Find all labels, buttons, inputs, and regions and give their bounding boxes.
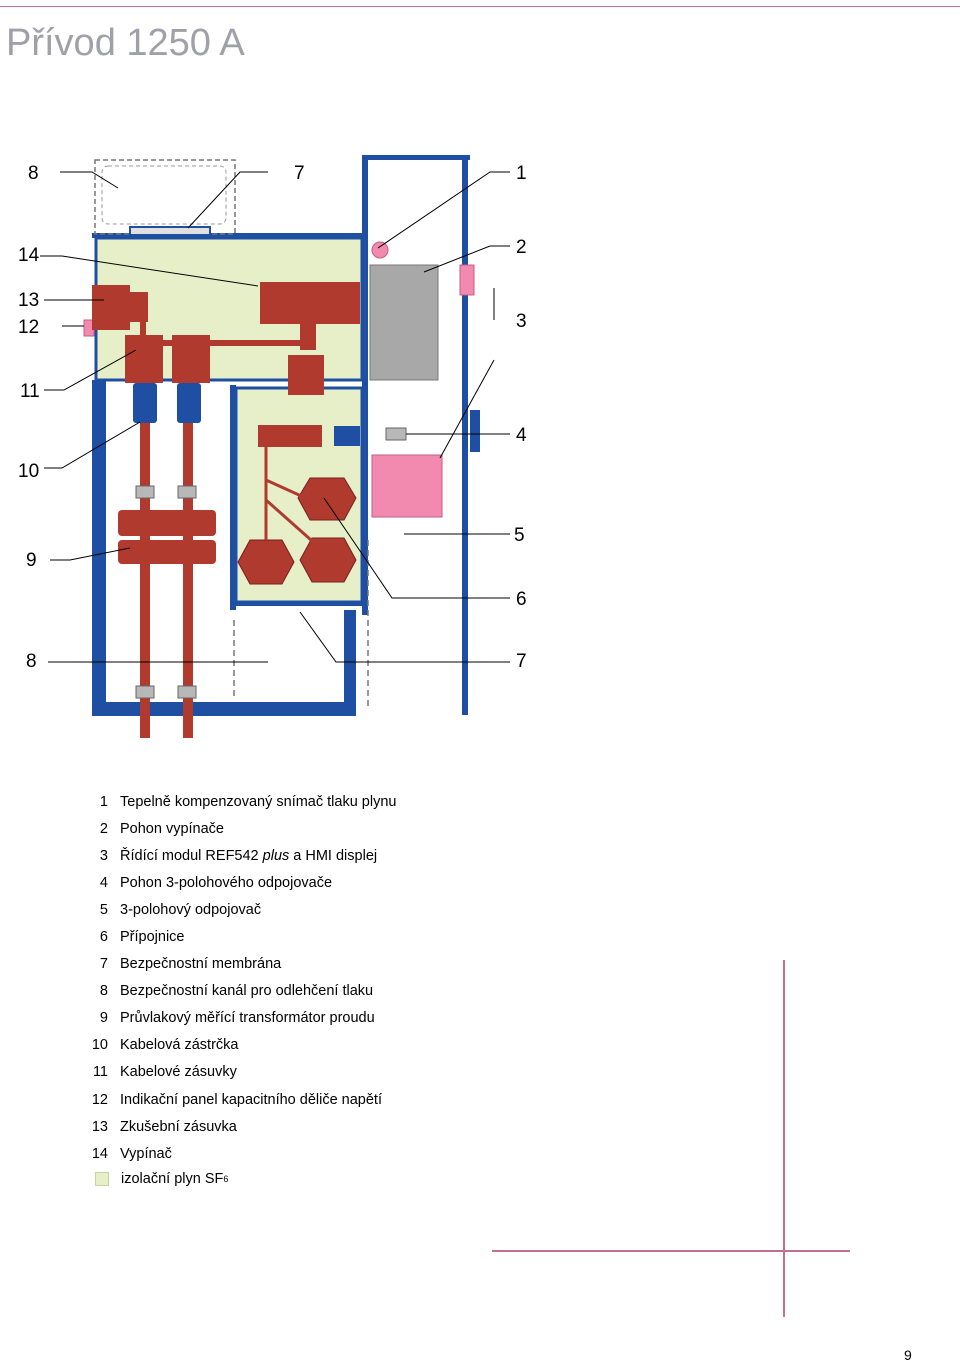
busbars	[237, 477, 357, 585]
conductors	[92, 282, 360, 738]
legend-item: 13 Zkušební zásuvka	[80, 1113, 500, 1140]
leader-lines	[40, 171, 510, 663]
legend-text-part: a HMI displej	[289, 847, 378, 864]
callout-right-1: 1	[516, 163, 527, 184]
legend-num: 9	[99, 1010, 108, 1027]
legend-num: 11	[92, 1064, 108, 1081]
legend-item: 8 Bezpečnostní kanál pro odlehčení tlaku	[80, 978, 500, 1005]
legend-text: Pohon 3-polohového odpojovače	[120, 874, 333, 891]
callout-right-7-bottom: 7	[516, 651, 527, 672]
callout-left-11: 11	[20, 381, 40, 402]
legend-num: 14	[91, 1145, 108, 1162]
legend-item: 14 Vypínač	[80, 1140, 500, 1167]
legend-text: Kabelová zástrčka	[120, 1037, 239, 1054]
legend-text: Tepelně kompenzovaný snímač tlaku plynu	[120, 793, 397, 810]
legend-text: 3-polohový odpojovač	[120, 901, 262, 918]
legend-text-part: Řídící modul REF542	[120, 847, 263, 864]
callout-left-10: 10	[18, 461, 40, 482]
callout-left-9: 9	[26, 550, 37, 571]
drive-box	[369, 264, 439, 381]
legend-text: Bezpečnostní kanál pro odlehčení tlaku	[120, 983, 374, 1000]
legend-item: 6 Přípojnice	[80, 923, 500, 950]
legend-item: 5 3-polohový odpojovač	[80, 896, 500, 923]
legend-text: Vypínač	[120, 1145, 172, 1162]
callout-right-7-top: 7	[294, 163, 305, 184]
legend-text: Bezpečnostní membrána	[120, 956, 282, 973]
legend-num: 3	[99, 847, 108, 864]
legend-num: 2	[99, 820, 108, 837]
frame	[92, 155, 480, 716]
legend-num: 6	[99, 929, 108, 946]
callout-left-13: 13	[18, 290, 40, 311]
legend-num: 4	[99, 874, 108, 891]
switchgear-diagram	[40, 155, 510, 738]
legend-num: 5	[99, 901, 108, 918]
legend-num: 10	[91, 1037, 108, 1054]
legend-item: 10 Kabelová zástrčka	[80, 1032, 500, 1059]
control-module	[371, 454, 443, 518]
legend-item: 3 Řídící modul REF542 plus a HMI displej	[80, 842, 500, 869]
legend-item: 7 Bezpečnostní membrána	[80, 951, 500, 978]
legend-item: 1 Tepelně kompenzovaný snímač tlaku plynu	[80, 788, 500, 815]
legend-num: 12	[91, 1091, 108, 1108]
top-rule	[0, 6, 960, 7]
legend-item: 2 Pohon vypínače	[80, 815, 500, 842]
legend-item: 4 Pohon 3-polohového odpojovače	[80, 869, 500, 896]
legend-text: Kabelové zásuvky	[120, 1064, 237, 1081]
callout-right-4: 4	[516, 425, 527, 446]
legend: 1 Tepelně kompenzovaný snímač tlaku plynu…	[80, 788, 500, 1188]
callout-left-12: 12	[18, 317, 40, 338]
legend-item: 9 Průvlakový měřící transformátor proudu	[80, 1005, 500, 1032]
callout-right-2: 2	[516, 237, 527, 258]
page-title: Přívod 1250 A	[6, 22, 245, 64]
legend-item: 12 Indikační panel kapacitního děliče nap…	[80, 1086, 500, 1113]
crop-mark-vertical	[783, 960, 785, 1317]
legend-text: Indikační panel kapacitního děliče napět…	[120, 1091, 382, 1108]
pressure-sensor	[371, 241, 389, 259]
callout-left-14: 14	[18, 245, 40, 266]
legend-num: 1	[99, 793, 108, 810]
callout-right-3: 3	[516, 311, 527, 332]
clamps	[135, 427, 407, 699]
callout-left-8-bottom: 8	[26, 651, 37, 672]
legend-text: Pohon vypínače	[120, 820, 224, 837]
gas-legend-text: izolační plyn SF	[121, 1171, 224, 1188]
page-number: 9	[904, 1347, 912, 1363]
legend-text: Průvlakový měřící transformátor proudu	[120, 1010, 375, 1027]
pressure-channel	[94, 159, 236, 235]
crop-mark-horizontal	[492, 1250, 850, 1252]
legend-text: Řídící modul REF542 plus a HMI displej	[120, 848, 377, 864]
cable-plugs	[133, 383, 360, 446]
hmi-display	[459, 264, 475, 296]
gas-swatch	[95, 1172, 109, 1187]
callout-right-5: 5	[514, 525, 525, 546]
legend-text: Zkušební zásuvka	[120, 1118, 237, 1135]
legend-num: 7	[99, 956, 108, 973]
callout-left-8-top: 8	[28, 163, 39, 184]
legend-item: 11 Kabelové zásuvky	[80, 1059, 500, 1086]
legend-num: 13	[91, 1118, 108, 1135]
callout-right-6: 6	[516, 589, 527, 610]
legend-num: 8	[99, 983, 108, 1000]
legend-text: Přípojnice	[120, 929, 185, 946]
gas-legend-subscript: 6	[223, 1174, 229, 1185]
legend-text-italic: plus	[262, 847, 290, 864]
